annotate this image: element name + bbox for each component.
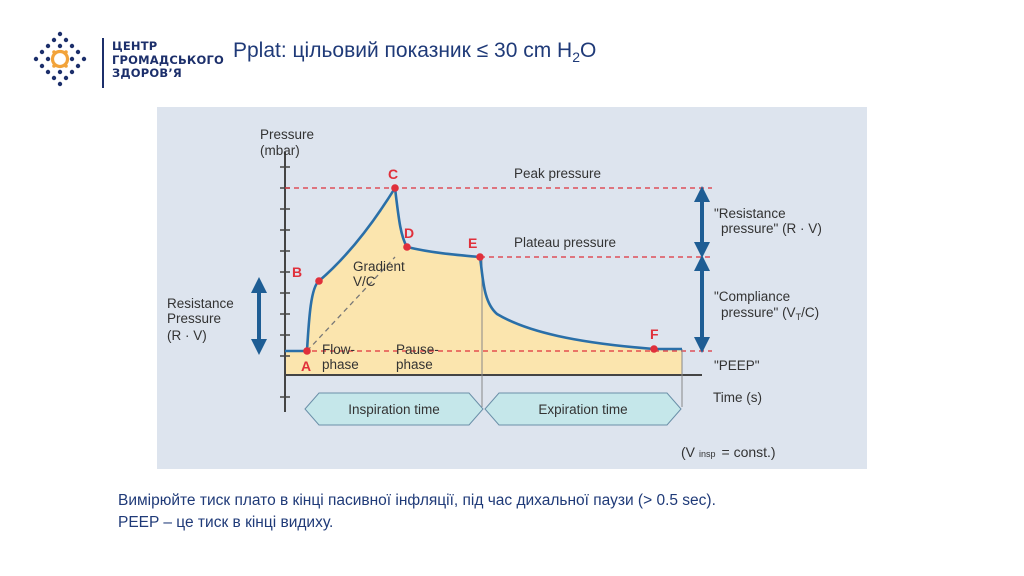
title-prefix: Pplat: цільовий показник ≤ 30 cm H (233, 39, 573, 62)
point-b-label: B (292, 264, 302, 280)
flow-phase-label-1: Flow- (322, 342, 355, 357)
peak-pressure-label: Peak pressure (514, 166, 601, 181)
point-c-marker (391, 184, 399, 192)
plateau-pressure-label: Plateau pressure (514, 235, 616, 250)
point-a-label: A (301, 358, 311, 374)
compliance-right-text: pressure" (V (721, 305, 796, 320)
logo-line-2: ГРОМАДСЬКОГО (112, 52, 225, 67)
pressure-area-fill (285, 188, 682, 375)
expiration-time-box (484, 392, 682, 426)
resistance-right-label-1: "Resistance (714, 206, 786, 221)
logo-line-3: ЗДОРОВ’Я (112, 66, 182, 80)
caption-line-1: Вимірюйте тиск плато в кінці пасивної ін… (118, 492, 716, 509)
expiration-time-label: Expiration time (538, 402, 627, 417)
compliance-right-end: /C) (801, 305, 819, 320)
compliance-right-label-1: "Compliance (714, 289, 790, 304)
logo (30, 30, 210, 92)
point-e-label: E (468, 235, 477, 251)
point-b-marker (315, 277, 323, 285)
y-axis-ticks (280, 166, 290, 398)
logo-text: ЦЕНТР ГРОМАДСЬКОГО ЗДОРОВ’Я (112, 39, 225, 81)
point-c-label: C (388, 166, 398, 182)
caption: Вимірюйте тиск плато в кінці пасивної ін… (118, 490, 716, 534)
logo-divider (102, 38, 104, 88)
x-axis-label: Time (s) (713, 390, 762, 405)
y-axis-label-1: Pressure (260, 127, 314, 142)
resistance-left-label-3: (R · V) (167, 328, 207, 343)
diagram-svg: A B C D E F Pressure (mbar) Time (s) Pea… (157, 107, 867, 469)
resistance-left-label-1: Resistance (167, 296, 234, 311)
point-d-label: D (404, 225, 414, 241)
resistance-right-label-2: pressure" (R · V) (721, 221, 822, 236)
const-open: (V (681, 444, 696, 460)
point-f-marker (650, 345, 658, 353)
inspiration-time-box (304, 392, 484, 426)
compliance-right-label-2: pressure" (VT/C) (721, 305, 819, 322)
peep-label: "PEEP" (714, 358, 760, 373)
point-d-marker (403, 243, 411, 251)
gradient-label-1: Gradient (353, 259, 405, 274)
slide-title: Pplat: цільовий показник ≤ 30 cm H2O (233, 39, 596, 65)
y-axis-label-2: (mbar) (260, 143, 300, 158)
logo-line-1: ЦЕНТР (112, 39, 158, 53)
const-sub: insp (699, 449, 716, 459)
title-suffix: O (580, 39, 597, 62)
gradient-label-2: V/C (353, 274, 376, 289)
pressure-time-diagram: A B C D E F Pressure (mbar) Time (s) Pea… (157, 107, 867, 469)
point-a-marker (303, 347, 311, 355)
compliance-right-sub: T (796, 312, 802, 322)
point-e-marker (476, 253, 484, 261)
pause-phase-label-1: Pause- (396, 342, 439, 357)
point-f-label: F (650, 326, 659, 342)
title-subscript: 2 (572, 49, 581, 65)
flow-phase-label-2: phase (322, 357, 359, 372)
caption-line-2: PEEP – це тиск в кінці видиху. (118, 514, 334, 531)
inspiration-time-label: Inspiration time (348, 402, 440, 417)
pause-phase-label-2: phase (396, 357, 433, 372)
logo-emblem-icon (33, 31, 87, 87)
gradient-line (306, 256, 396, 352)
resistance-left-label-2: Pressure (167, 311, 221, 326)
const-close: = const.) (722, 444, 776, 460)
